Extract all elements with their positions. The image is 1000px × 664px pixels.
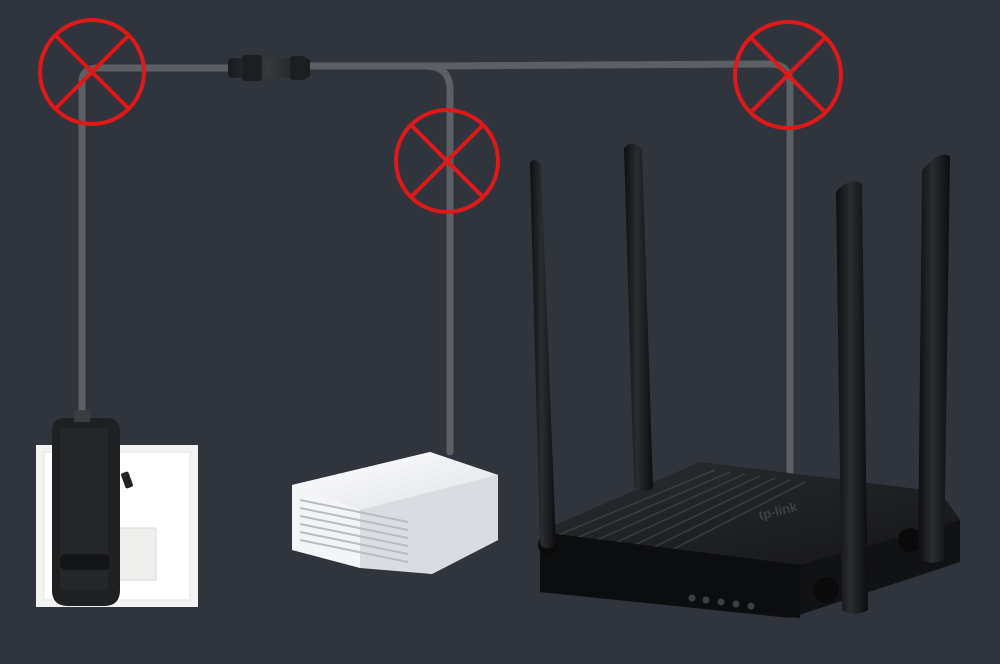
cable-to-router xyxy=(426,60,794,479)
cross-marker-router xyxy=(733,20,843,130)
router-antennas xyxy=(530,143,950,615)
antenna-1 xyxy=(530,159,556,549)
router-status-leds xyxy=(688,594,755,610)
modem-device xyxy=(292,452,498,574)
antenna-3 xyxy=(836,181,868,615)
cross-marker-left xyxy=(38,18,146,126)
cable-coupler xyxy=(228,55,310,81)
antenna-2 xyxy=(624,143,653,492)
cable-top-run xyxy=(301,62,454,456)
cable-to-powerline-adapter xyxy=(78,64,239,419)
cross-marker-modem xyxy=(394,108,500,214)
crossed-markers xyxy=(38,18,843,214)
cable-network xyxy=(78,60,794,479)
powerline-adapter xyxy=(52,410,120,606)
antenna-4 xyxy=(918,154,950,563)
router-device: tp-link xyxy=(538,462,960,618)
